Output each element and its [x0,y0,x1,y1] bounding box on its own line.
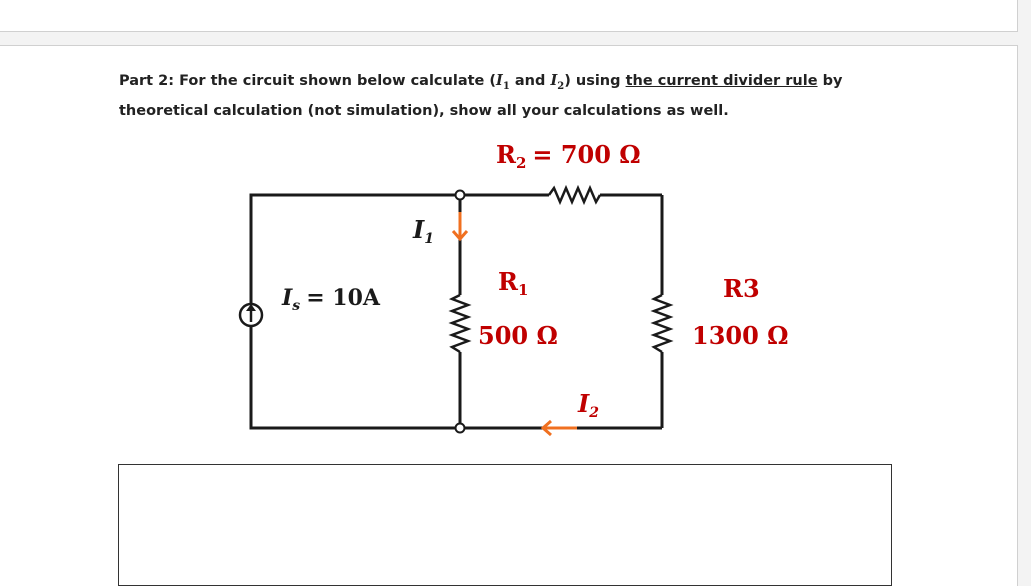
question-text-2: ) using [564,73,621,89]
left-wire [249,193,460,430]
and-word: and [514,73,546,89]
i2-symbol: I2 [550,72,565,92]
i2-label: I2 [577,389,599,421]
i1-label: I1 [412,215,434,247]
circuit-wires [249,193,664,430]
part-label: Part 2: [119,73,175,89]
bottom-node [454,422,466,434]
r1-resistor [448,293,472,354]
current-divider-rule: the current divider rule [625,73,818,89]
r3-resistor [650,293,674,354]
i2-arrow-icon [540,419,577,437]
r2-resistor [547,184,602,206]
source-label: Is= 10A [281,285,381,314]
r3-label: R3 [723,274,760,303]
r2-label: R2= 700 Ω [496,140,641,172]
circuit-diagram: R2= 700 Ω I1 Is= 10A R1 500 Ω R3 1300 Ω … [238,140,789,437]
question-text-3: by theoretical calculation (not simulati… [119,73,843,119]
top-node [454,189,466,201]
i1-symbol: I1 [496,72,510,92]
previous-page-bottom [0,0,1018,32]
question-text: Part 2: For the circuit shown below calc… [119,68,919,124]
r3-value: 1300 Ω [692,321,789,350]
r1-label: R1 [498,267,528,299]
i1-arrow-icon [451,212,469,242]
r1-value: 500 Ω [478,321,558,350]
current-source-icon [238,302,264,328]
answer-box[interactable] [118,464,892,586]
question-text-1: For the circuit shown below calculate ( [179,73,497,89]
